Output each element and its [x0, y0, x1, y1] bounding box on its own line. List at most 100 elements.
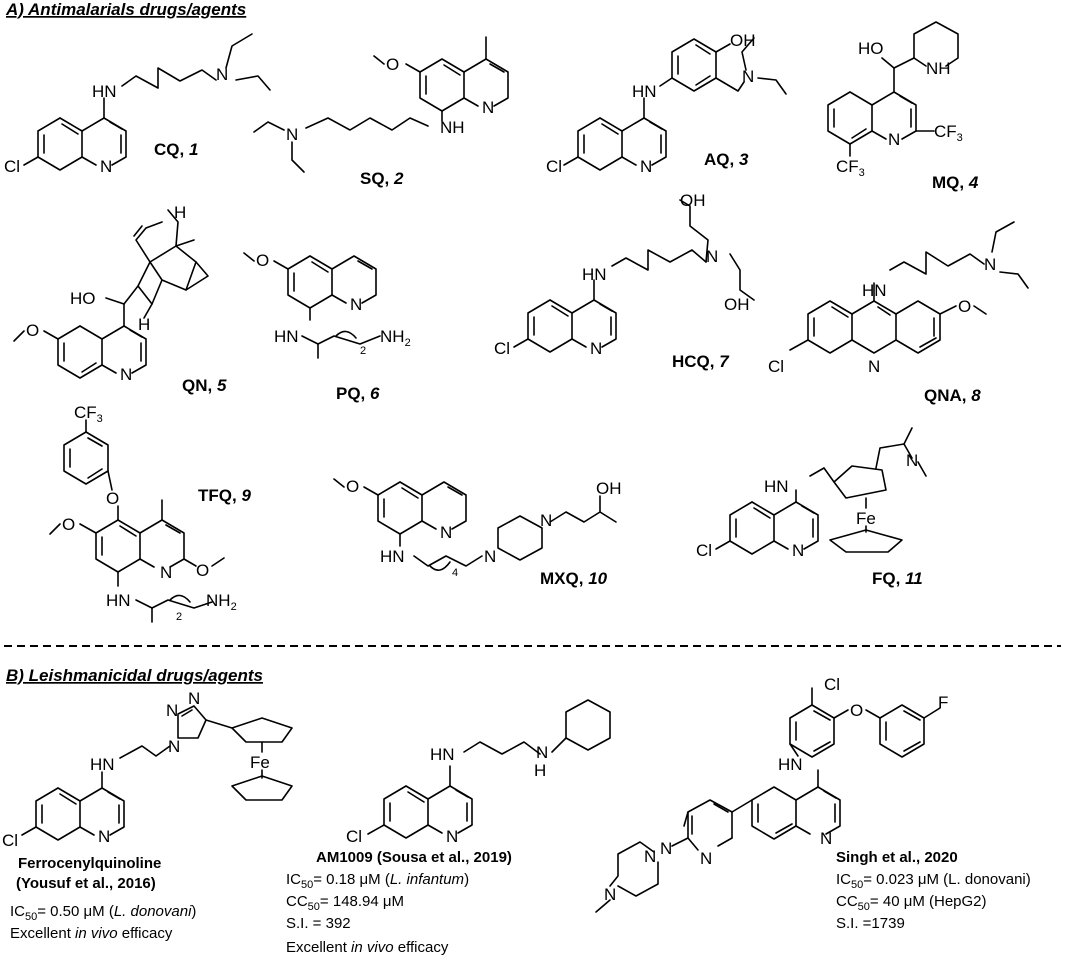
structure-sq: [253, 36, 509, 173]
atom-qna-n: N: [868, 357, 880, 376]
atom-mq-cf3-a: CF3: [934, 122, 963, 144]
atom-aq-n: N: [640, 157, 652, 176]
label-qna: QNA, 8: [924, 386, 981, 405]
atom-tfq-n: N: [160, 563, 172, 582]
atom-mq-nh: NH: [926, 59, 951, 78]
atom-singh-pip-n2: N: [604, 885, 616, 904]
ferro-ref: (Yousuf et al., 2016): [16, 875, 156, 892]
atom-ferro-triazole-n3: N: [188, 689, 200, 708]
atom-cq-n: N: [100, 157, 112, 176]
structure-aq: [563, 37, 787, 171]
structure-qna: [789, 221, 1029, 354]
singh-name: Singh et al., 2020: [836, 849, 958, 866]
atom-singh-f: F: [938, 693, 948, 712]
ferro-name: Ferrocenylquinoline: [18, 855, 161, 872]
atom-tfq-cf3: CF3: [74, 403, 103, 425]
atom-mxq-oh: OH: [596, 479, 622, 498]
label-hcq: HCQ, 7: [672, 352, 730, 371]
am1009-ic50: IC50= 0.18 μM (L. infantum): [286, 871, 469, 891]
label-sq: SQ, 2: [360, 169, 404, 188]
atom-mxq-n: N: [440, 523, 452, 542]
atom-ferro-fe: Fe: [250, 753, 270, 772]
atom-pq-hn: HN: [274, 327, 299, 346]
ferro-ic50: IC50= 0.50 μM (L. donovani): [10, 903, 196, 923]
atom-cq-hn: HN: [92, 82, 117, 101]
atom-qna-o: O: [958, 297, 971, 316]
atom-ferro-triazole-n1: N: [168, 737, 180, 756]
atom-qn-o: O: [26, 321, 39, 340]
label-qn: QN, 5: [182, 376, 227, 395]
atom-tfq-o-methoxy: O: [62, 515, 75, 534]
atom-mxq-hn: HN: [380, 547, 405, 566]
atom-singh-n: N: [820, 829, 832, 848]
atom-sq-nh: NH: [440, 118, 465, 137]
structure-qn: [13, 209, 209, 379]
atom-sq-o: O: [386, 55, 399, 74]
ferro-efficacy: Excellent in vivo efficacy: [10, 925, 173, 942]
label-aq: AQ, 3: [704, 150, 749, 169]
atom-mq-n: N: [888, 130, 900, 149]
atom-hcq-amine-n: N: [706, 247, 718, 266]
am1009-si: S.I. = 392: [286, 915, 351, 932]
atom-singh-cl: Cl: [824, 675, 840, 694]
label-mq: MQ, 4: [932, 173, 979, 192]
atom-pq-n: N: [350, 295, 362, 314]
label-pq: PQ, 6: [336, 384, 380, 403]
atom-hcq-oh-b: OH: [724, 295, 750, 314]
label-cq: CQ, 1: [154, 140, 198, 159]
atom-ferro-n: N: [98, 827, 110, 846]
atom-am-hn: HN: [430, 745, 455, 764]
atom-singh-pyr-n2: N: [700, 849, 712, 868]
atom-qn-ho: HO: [70, 289, 96, 308]
atom-aq-oh: OH: [730, 31, 756, 50]
structure-hcq: [513, 199, 755, 353]
structure-ferrocenylquinoline: [21, 705, 293, 841]
atom-singh-pip-n1: N: [644, 847, 656, 866]
atom-cq-cl: Cl: [4, 157, 20, 176]
atom-mq-ho: HO: [858, 39, 884, 58]
atom-qn-h2: H: [174, 203, 186, 222]
structure-fq: [715, 427, 927, 555]
atom-qna-hn: HN: [862, 281, 887, 300]
atom-mq-cf3-b: CF3: [836, 157, 865, 179]
atom-qn-n: N: [120, 365, 132, 384]
am1009-name: AM1009 (Sousa et al., 2019): [316, 849, 512, 866]
singh-cc50: CC50= 40 μM (HepG2): [836, 893, 987, 913]
label-fq: FQ, 11: [872, 569, 923, 588]
structure-am1009: [367, 699, 611, 839]
atom-mxq-pip-n2: N: [540, 511, 552, 530]
structure-mq: [827, 21, 959, 157]
atom-fq-cl: Cl: [696, 541, 712, 560]
am1009-efficacy: Excellent in vivo efficacy: [286, 939, 449, 956]
atom-ferro-triazole-n2: N: [166, 701, 178, 720]
atom-pq-o: O: [256, 251, 269, 270]
section-a-title: A) Antimalarials drugs/agents: [5, 0, 246, 19]
label-tfq: TFQ, 9: [198, 486, 251, 505]
atom-qna-cl: Cl: [768, 357, 784, 376]
label-mxq: MXQ, 10: [540, 569, 608, 588]
singh-ic50: IC50= 0.023 μM (L. donovani): [836, 871, 1031, 891]
atom-fq-amine-n: N: [906, 451, 918, 470]
atom-tfq-nh2: NH2: [206, 591, 237, 613]
section-b-title: B) Leishmanicidal drugs/agents: [6, 666, 263, 685]
atom-pq-subscript: 2: [360, 345, 366, 357]
atom-tfq-hn: HN: [106, 591, 131, 610]
atom-am-cl: Cl: [346, 827, 362, 846]
atom-tfq-o-methoxy2: O: [196, 561, 209, 580]
atom-am-nh-n: N: [536, 743, 548, 762]
atom-am-nh-h: H: [534, 761, 546, 780]
atom-hcq-oh-a: OH: [680, 191, 706, 210]
atom-ferro-hn: HN: [90, 755, 115, 774]
atom-hcq-n: N: [590, 339, 602, 358]
atom-fq-n: N: [792, 541, 804, 560]
atom-mxq-o: O: [346, 477, 359, 496]
atom-qn-h: H: [138, 315, 150, 334]
atom-aq-cl: Cl: [546, 157, 562, 176]
atom-fq-fe: Fe: [856, 509, 876, 528]
structure-pq: [243, 252, 381, 359]
atom-singh-o: O: [850, 701, 863, 720]
atom-singh-hn: HN: [778, 755, 803, 774]
atom-singh-pyr-n1: N: [660, 839, 672, 858]
atom-am-n: N: [446, 827, 458, 846]
